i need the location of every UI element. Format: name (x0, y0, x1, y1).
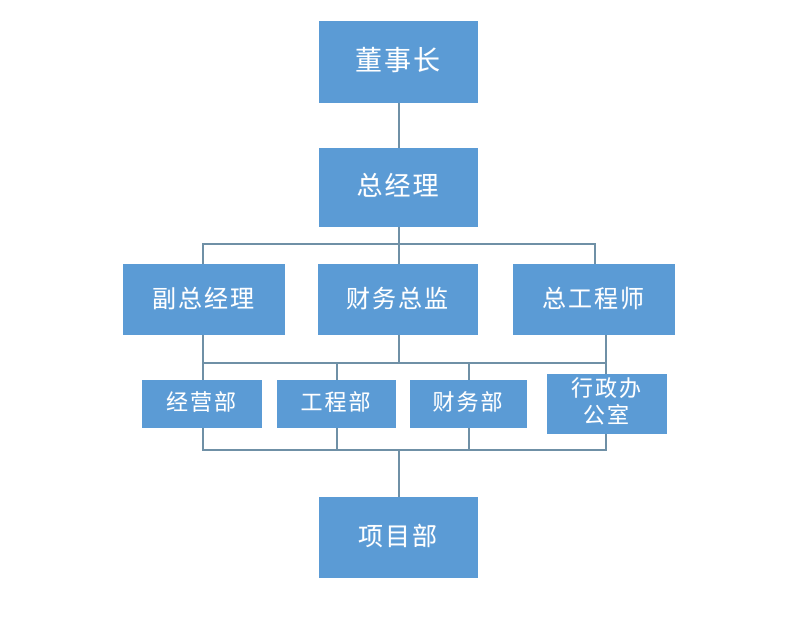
node-chief-engineer[interactable]: 总工程师 (513, 264, 675, 335)
connector-chief-engineer-stem (605, 335, 607, 363)
connector-admin-office-stem (605, 434, 607, 450)
connector-drop-admin-office (605, 362, 607, 375)
connector-drop-finance-dept (468, 362, 470, 381)
connector-drop-operations-dept (202, 362, 204, 381)
node-finance-director[interactable]: 财务总监 (318, 264, 478, 335)
node-finance-dept[interactable]: 财务部 (410, 380, 527, 428)
node-chairman[interactable]: 董事长 (319, 21, 478, 103)
connector-drop-deputy-gm (202, 243, 204, 265)
connector-bus-to-project-dept (398, 449, 400, 497)
connector-gm-stem (398, 227, 400, 265)
node-project-dept[interactable]: 项目部 (319, 497, 478, 578)
connector-level3-bus (202, 243, 596, 245)
connector-drop-chief-engineer (594, 243, 596, 265)
connector-chairman-to-gm (398, 103, 400, 148)
node-general-manager[interactable]: 总经理 (319, 148, 478, 227)
connector-level5-bus (202, 449, 607, 451)
node-operations-dept[interactable]: 经营部 (142, 380, 262, 428)
connector-level4-bus (202, 362, 607, 364)
node-engineering-dept[interactable]: 工程部 (277, 380, 396, 428)
connector-engineering-dept-stem (336, 428, 338, 450)
connector-operations-dept-stem (202, 428, 204, 450)
connector-finance-director-stem (398, 335, 400, 363)
connector-drop-engineering-dept (336, 362, 338, 381)
node-admin-office[interactable]: 行政办公室 (547, 374, 667, 434)
node-deputy-general-manager[interactable]: 副总经理 (123, 264, 285, 335)
connector-finance-dept-stem (468, 428, 470, 450)
connector-deputy-gm-stem (202, 335, 204, 363)
